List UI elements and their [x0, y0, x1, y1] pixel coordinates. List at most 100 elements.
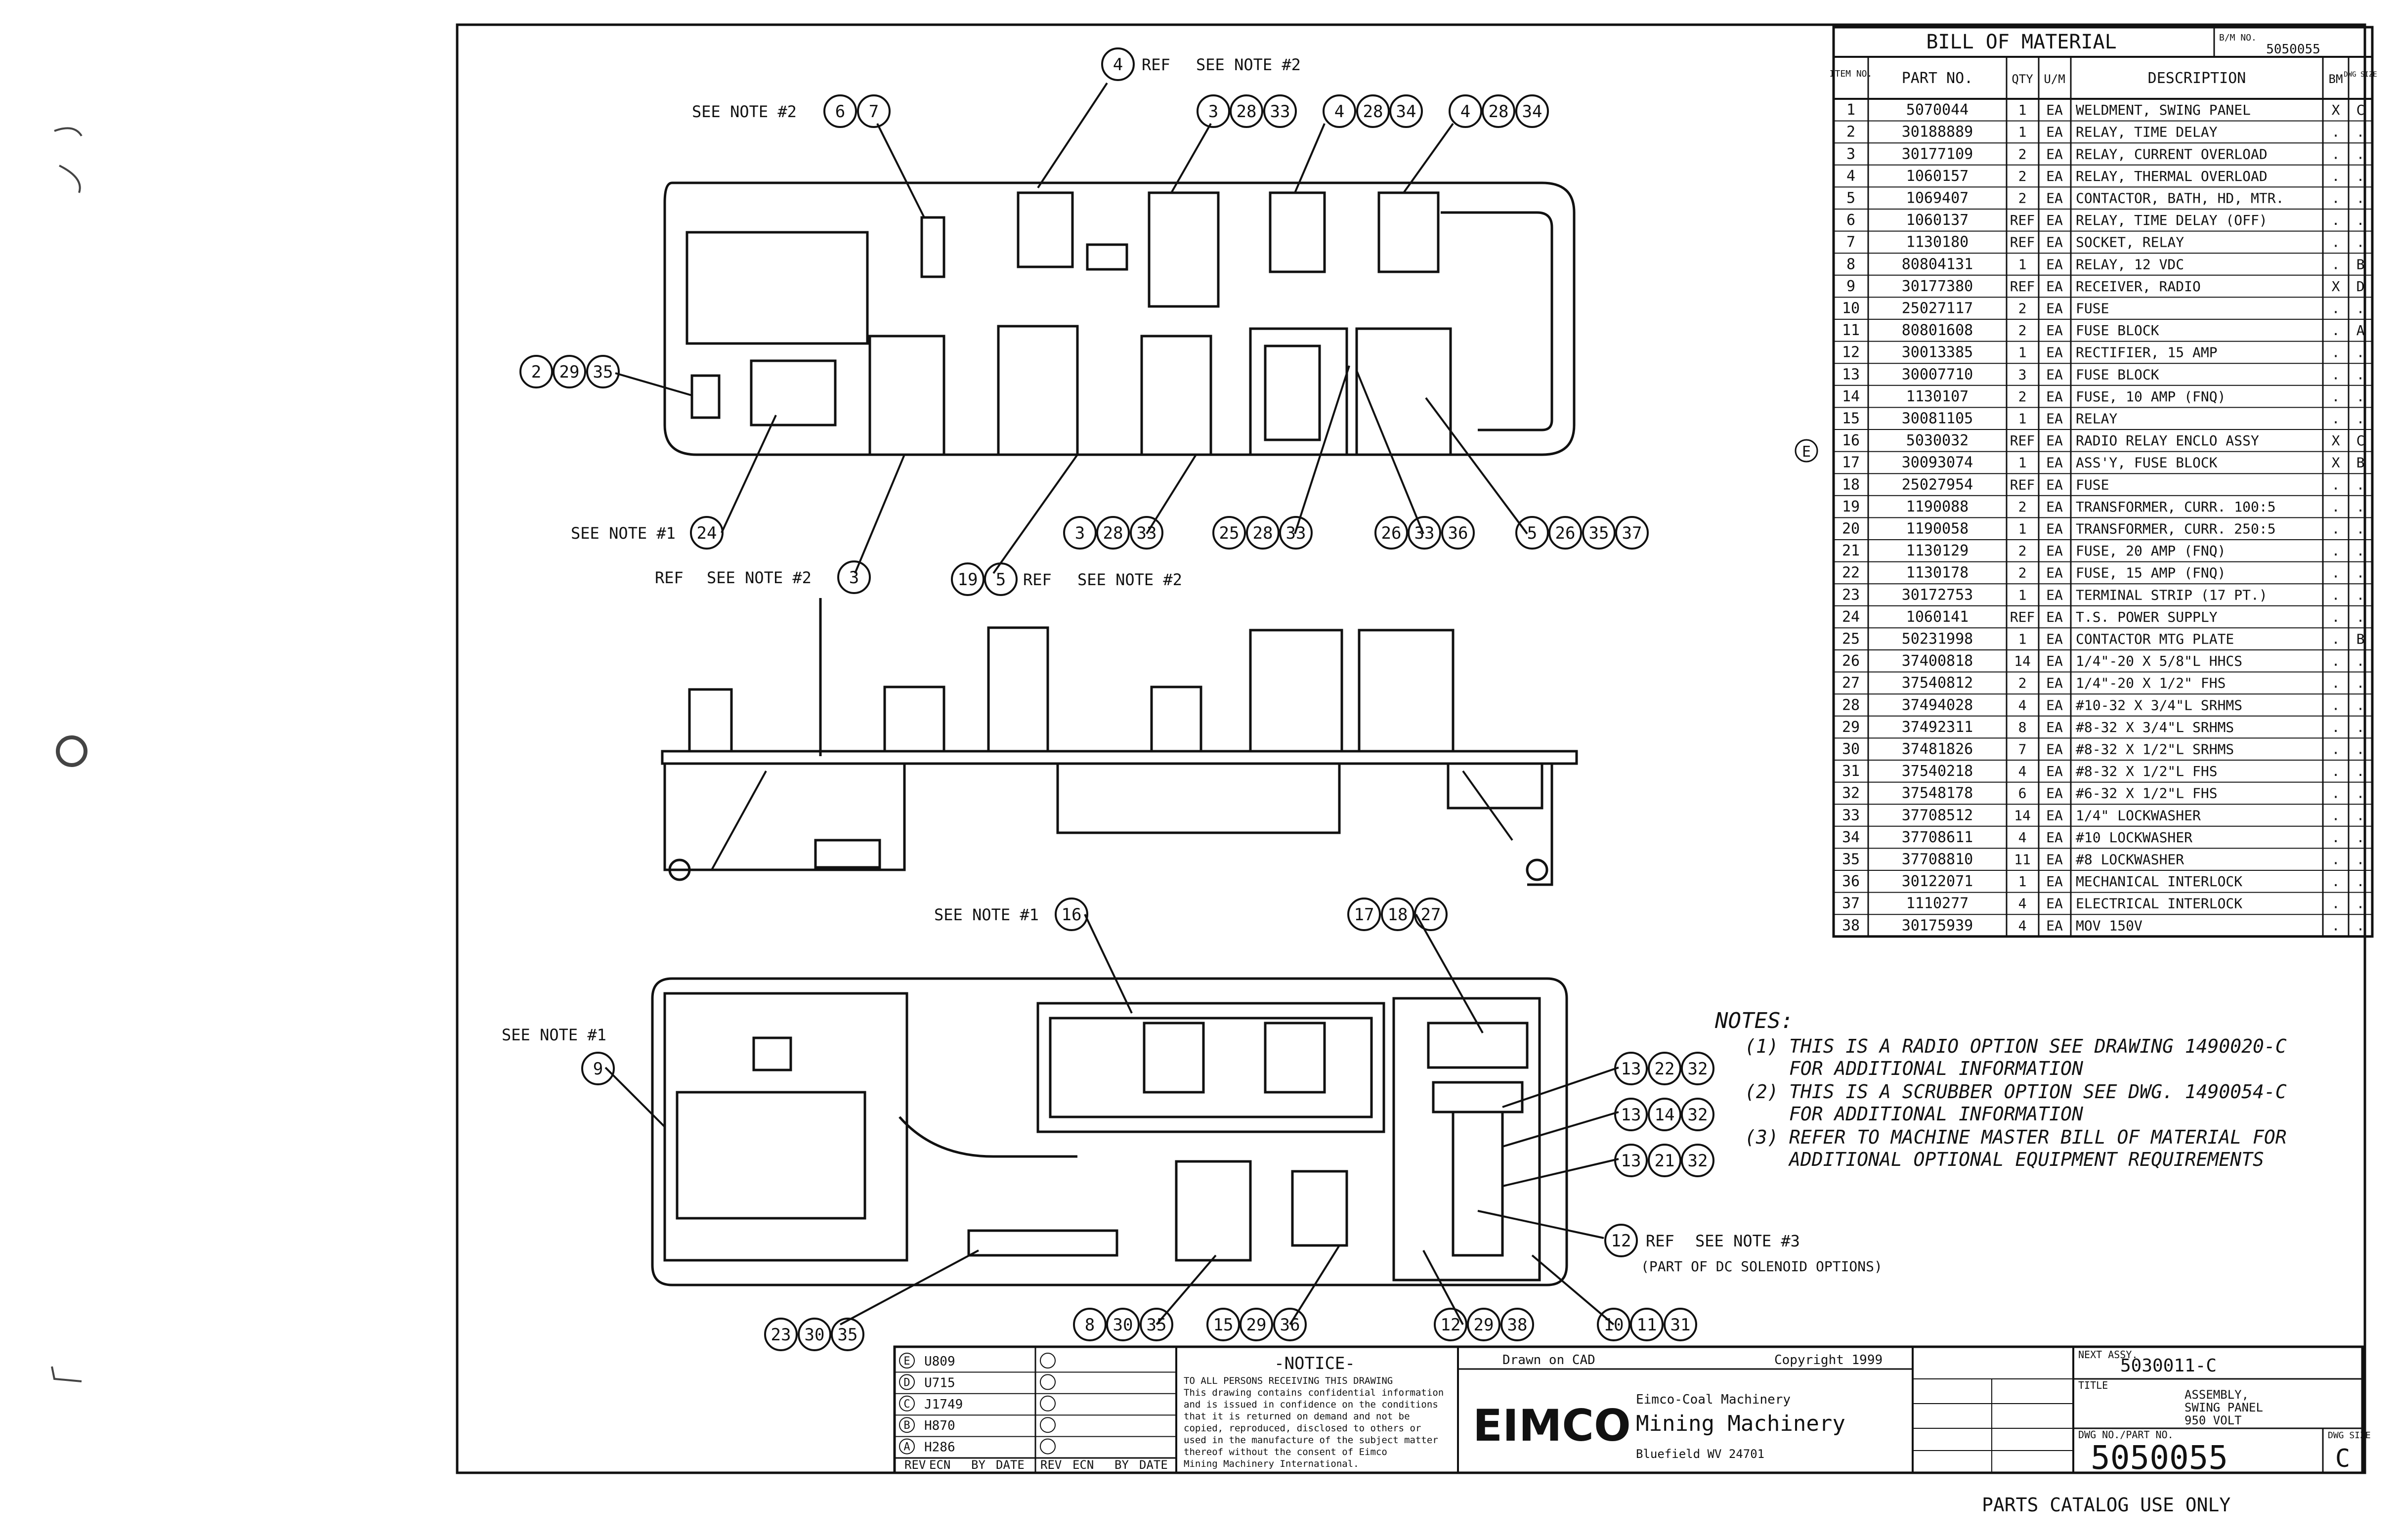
bom-bm: X: [2332, 102, 2340, 118]
bom-um: EA: [2046, 609, 2063, 625]
ref-label-a: REF: [655, 568, 684, 587]
bom-item-no: 17: [1842, 454, 1860, 471]
bom-dwg-size: .: [2356, 763, 2365, 779]
bom-part-no: 30013385: [1902, 344, 1973, 361]
svg-text:36: 36: [1448, 523, 1468, 543]
bom-um: EA: [2046, 190, 2063, 207]
bom-bm: .: [2332, 256, 2340, 272]
bom-dwg-size: .: [2356, 565, 2365, 581]
bom-header-um: U/M: [2044, 72, 2065, 86]
bom-bm: .: [2332, 212, 2340, 228]
note-2-line1: THIS IS A SCRUBBER OPTION SEE DWG. 14900…: [1789, 1081, 2287, 1103]
bom-qty: 2: [2018, 146, 2027, 162]
bom-bm: .: [2332, 388, 2340, 405]
bom-description: TERMINAL STRIP (17 PT.): [2076, 587, 2268, 603]
bom-dwg-size: .: [2356, 300, 2365, 317]
bom-part-no: 37708512: [1902, 807, 1973, 824]
bom-part-no: 1190058: [1906, 520, 1969, 538]
balloon-group-9: 9: [581, 1052, 615, 1085]
svg-text:27: 27: [1421, 905, 1441, 925]
bom-qty: 1: [2018, 256, 2027, 272]
rev-ecn: H870: [924, 1418, 955, 1433]
bom-qty: 1: [2018, 873, 2027, 890]
svg-text:16: 16: [1062, 905, 1082, 925]
bom-qty: 11: [2014, 852, 2031, 868]
bom-um: EA: [2046, 785, 2063, 802]
bom-um: EA: [2046, 146, 2063, 162]
bom-qty: 1: [2018, 521, 2027, 537]
side-view: [661, 598, 1578, 886]
bom-part-no: 37481826: [1902, 741, 1973, 758]
bom-item-no: 36: [1842, 873, 1860, 890]
svg-text:32: 32: [1688, 1151, 1708, 1171]
bom-part-no: 80804131: [1902, 256, 1973, 273]
bom-um: EA: [2046, 366, 2063, 383]
rev-header-ecn-2: ECN: [1072, 1458, 1094, 1472]
bom-qty: REF: [2010, 278, 2035, 295]
bom-description: #10-32 X 3/4"L SRHMS: [2076, 697, 2242, 713]
rev-letter: C: [903, 1398, 910, 1411]
bom-bm: .: [2332, 168, 2340, 184]
balloon-group-12: 12: [1604, 1224, 1638, 1257]
note-2-num: (2): [1745, 1081, 1779, 1103]
bom-bill-no-label: B/M NO.: [2219, 33, 2257, 43]
svg-text:24: 24: [697, 523, 717, 543]
section-mark: E: [1802, 443, 1811, 461]
bom-dwg-size: .: [2356, 124, 2365, 140]
bom-dwg-size: .: [2356, 917, 2365, 934]
bom-um: EA: [2046, 829, 2063, 846]
bom-bm: .: [2332, 807, 2340, 823]
bom-header-part: PART NO.: [1902, 70, 1973, 87]
eimco-logo: EIMCO: [1473, 1400, 1631, 1451]
bom-description: #8 LOCKWASHER: [2076, 852, 2184, 868]
svg-text:29: 29: [1246, 1315, 1267, 1335]
bom-bm: .: [2332, 543, 2340, 559]
bom-part-no: 1130129: [1906, 542, 1969, 559]
note-1-num: (1): [1745, 1035, 1779, 1057]
title-label: TITLE: [2078, 1379, 2108, 1391]
svg-text:thereof without the consent of: thereof without the consent of Eimco: [1184, 1447, 1387, 1457]
company-name: Mining Machinery: [1636, 1411, 1845, 1436]
see-note-3-label: SEE NOTE #3: [1695, 1232, 1800, 1250]
notice-text: TO ALL PERSONS RECEIVING THIS DRAWING Th…: [1184, 1375, 1444, 1469]
title-line-2: SWING PANEL: [2184, 1401, 2263, 1414]
company-location: Bluefield WV 24701: [1636, 1447, 1764, 1461]
bom-qty: 1: [2018, 411, 2027, 427]
bom-qty: 2: [2018, 168, 2027, 184]
bom-dwg-size: D: [2356, 278, 2365, 295]
bom-description: ELECTRICAL INTERLOCK: [2076, 896, 2242, 912]
ref-label-top: REF: [1142, 55, 1170, 74]
rev-ecn: H286: [924, 1440, 955, 1455]
svg-text:12: 12: [1441, 1315, 1461, 1335]
bom-part-no: 37492311: [1902, 719, 1973, 736]
svg-text:32: 32: [1688, 1059, 1708, 1079]
bom-dwg-size: .: [2356, 521, 2365, 537]
bom-bm: .: [2332, 852, 2340, 868]
svg-text:3: 3: [849, 568, 859, 588]
note-2-line2: FOR ADDITIONAL INFORMATION: [1789, 1103, 2083, 1125]
bom-bm: X: [2332, 455, 2340, 471]
bom-qty: REF: [2010, 212, 2035, 228]
bom-part-no: 80801608: [1902, 322, 1973, 339]
bom-dwg-size: .: [2356, 543, 2365, 559]
bom-bm: .: [2332, 697, 2340, 713]
title-line-1: ASSEMBLY,: [2184, 1388, 2249, 1402]
bom-item-no: 13: [1842, 366, 1860, 383]
bom-part-no: 37494028: [1902, 696, 1973, 714]
balloon-group-3-ref: 3: [837, 560, 871, 594]
bom-um: EA: [2046, 917, 2063, 934]
svg-text:25: 25: [1219, 523, 1240, 543]
bom-bm: .: [2332, 631, 2340, 647]
notes-block: NOTES: (1) THIS IS A RADIO OPTION SEE DR…: [1714, 1008, 2287, 1170]
bom-item-no: 8: [1846, 256, 1855, 273]
bom-item-no: 1: [1846, 101, 1855, 119]
bom-item-no: 33: [1842, 807, 1860, 824]
svg-text:13: 13: [1621, 1151, 1641, 1171]
bom-bm: .: [2332, 146, 2340, 162]
bottom-view: [651, 977, 1568, 1286]
rev-letter: A: [903, 1441, 910, 1454]
